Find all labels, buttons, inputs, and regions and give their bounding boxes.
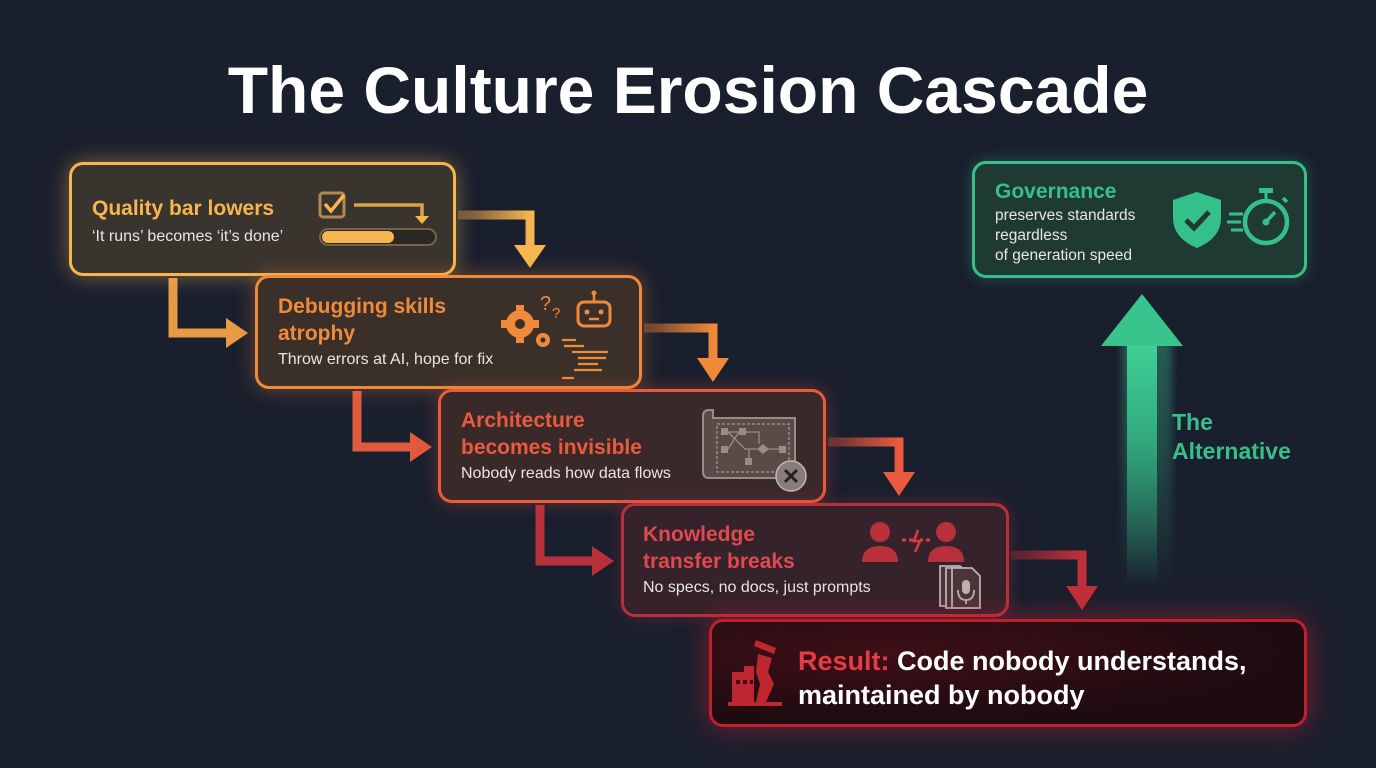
arrow-left-l-3 (535, 505, 614, 576)
crumbling-building-icon (728, 640, 782, 706)
stage-subtitle: Nobody reads how data flows (461, 465, 671, 482)
result-prefix: Result: (798, 646, 890, 676)
page-title: The Culture Erosion Cascade (227, 53, 1149, 127)
arrow-left-l-2 (352, 391, 432, 462)
arrow-right-down-4 (1011, 550, 1098, 610)
arrow-right-down-3 (828, 437, 915, 496)
checkbox-progress-bar-icon (318, 191, 437, 246)
stage-title: Knowledge transfer breaks (643, 523, 795, 573)
stage-quality-bar-card: Quality bar lowers ‘It runs’ becomes ‘it… (69, 162, 456, 276)
stage-subtitle: Throw errors at AI, hope for fix (278, 351, 494, 368)
stage-architecture-card: Architecture becomes invisible Nobody re… (438, 389, 826, 503)
people-broken-link-documents-icon (862, 522, 981, 609)
gears-robot-icon: ? ? (501, 290, 612, 380)
svg-text:?: ? (540, 293, 551, 315)
governance-card: Governance preserves standards regardles… (972, 161, 1307, 278)
governance-title: Governance (995, 180, 1117, 203)
arrow-right-down-1 (458, 210, 546, 268)
svg-text:?: ? (552, 305, 560, 322)
arrow-left-l-1 (168, 278, 248, 348)
stage-title: Debugging skills atrophy (278, 295, 447, 345)
blueprint-crossed-icon (702, 409, 807, 492)
stage-knowledge-card: Knowledge transfer breaks No specs, no d… (621, 503, 1009, 617)
stage-debugging-card: Debugging skills atrophy Throw errors at… (255, 275, 642, 389)
stage-title: Architecture becomes invisible (461, 409, 642, 459)
result-card: Result: Code nobody understands, maintai… (709, 619, 1307, 727)
stage-subtitle: ‘It runs’ becomes ‘it’s done’ (92, 228, 284, 245)
alternative-label: The Alternative (1172, 409, 1291, 464)
result-text: Result: Code nobody understands, maintai… (798, 646, 1247, 710)
stopwatch-speed-icon (1227, 188, 1290, 246)
stage-subtitle: No specs, no docs, just prompts (643, 579, 871, 596)
alternative-up-arrow (1101, 294, 1183, 590)
shield-check-icon (1173, 192, 1221, 248)
governance-description: preserves standards regardless of genera… (995, 207, 1136, 264)
arrow-right-down-2 (644, 323, 729, 382)
stage-title: Quality bar lowers (92, 197, 275, 220)
